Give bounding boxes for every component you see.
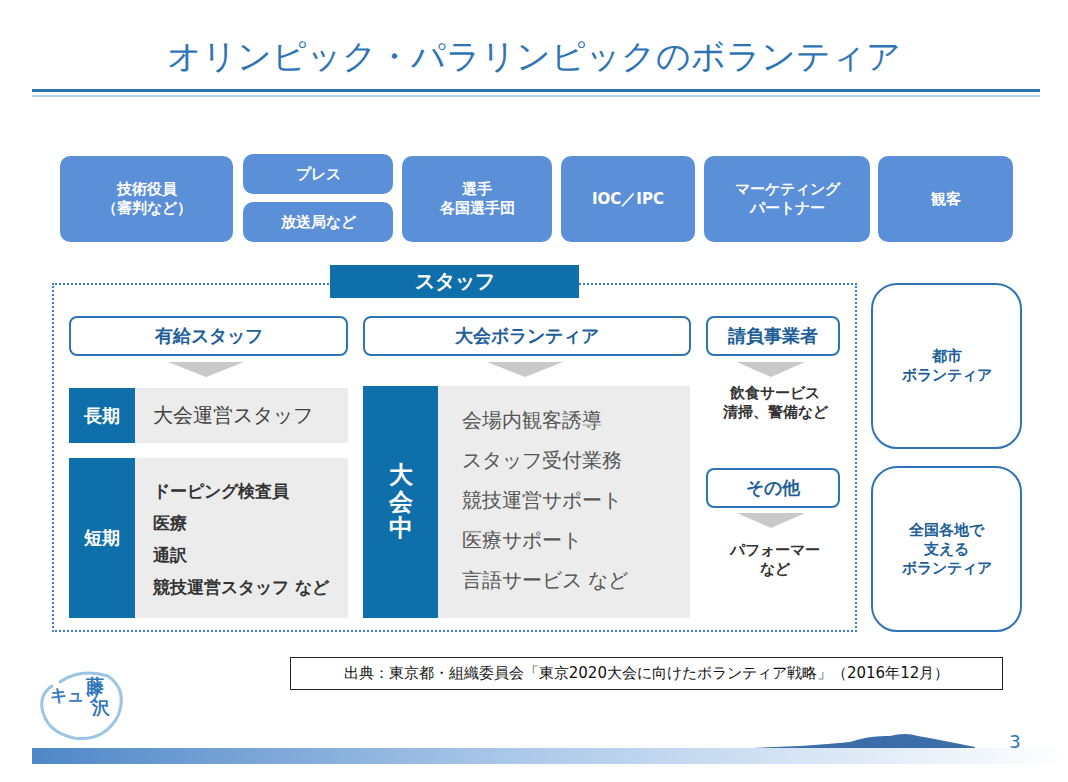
audience-box: 放送局など	[243, 202, 393, 242]
node-text: IOC／IPC	[592, 190, 664, 209]
audience-box: プレス	[243, 154, 393, 194]
audience-box: 観客	[878, 156, 1013, 242]
category-header: 有給スタッフ	[69, 316, 348, 356]
node-text: 技術役員 （審判など）	[94, 180, 199, 218]
logo-text: 沢	[92, 696, 116, 720]
node-text: 医療サポート	[462, 520, 690, 560]
node-text: 短期	[84, 526, 120, 550]
term-box: 長期	[69, 388, 135, 443]
node-text: 全国各地で 支える ボランティア	[898, 521, 996, 578]
node-text: 競技運営サポート	[462, 480, 690, 520]
node-text: 出典：東京都・組織委員会「東京2020大会に向けたボランティア戦略」（2016年…	[344, 664, 949, 683]
title-underline	[32, 89, 1040, 92]
term-box: 短期	[69, 458, 135, 618]
audience-box: IOC／IPC	[561, 156, 695, 242]
role-panel: ドーピング検査員医療通訳競技運営スタッフ など	[135, 458, 348, 618]
other-note: パフォーマー など	[705, 541, 845, 579]
node-text: 医療	[153, 507, 348, 539]
role-panel: 大会運営スタッフ	[135, 388, 348, 443]
audience-box: マーケティング パートナー	[704, 156, 870, 242]
other-volunteer-box: 全国各地で 支える ボランティア	[871, 466, 1022, 632]
node-text: 請負事業者	[728, 324, 818, 348]
node-text: 大会運営スタッフ	[153, 402, 348, 429]
node-text: ドーピング検査員	[153, 475, 348, 507]
node-text: 有給スタッフ	[155, 324, 263, 348]
node-text: 選手 各国選手団	[436, 180, 519, 218]
down-triangle	[737, 513, 805, 528]
node-text: その他	[746, 476, 800, 500]
island-silhouette	[752, 734, 975, 748]
logo-brush-ring	[42, 673, 122, 738]
down-triangle	[487, 362, 563, 377]
staff-region: スタッフ有給スタッフ大会ボランティア請負事業者長期大会運営スタッフ短期ドーピング…	[52, 283, 857, 632]
node-text: 言語サービス など	[462, 560, 690, 600]
other-volunteer-box: 都市 ボランティア	[871, 283, 1022, 449]
footer-bar	[32, 748, 1068, 764]
node-text: 大会ボランティア	[455, 324, 599, 348]
node-text: 大会中	[389, 462, 413, 541]
category-header: 請負事業者	[706, 316, 840, 356]
role-panel: 会場内観客誘導スタッフ受付業務競技運営サポート医療サポート言語サービス など	[438, 386, 690, 618]
title-underline-thin	[32, 95, 1040, 97]
contractor-note: 飲食サービス 清掃、警備など	[705, 384, 845, 422]
node-text: 都市 ボランティア	[898, 347, 996, 385]
node-text: 長期	[84, 404, 120, 428]
node-text: 放送局など	[281, 213, 356, 232]
node-text: マーケティング パートナー	[731, 180, 844, 218]
node-text: 競技運営スタッフ など	[153, 571, 348, 603]
logo-text: 藤	[86, 674, 110, 698]
node-text: 通訳	[153, 539, 348, 571]
category-header: その他	[706, 468, 840, 508]
page-number: 3	[1000, 731, 1030, 752]
down-triangle	[737, 362, 805, 377]
region-tab: スタッフ	[330, 265, 579, 298]
down-triangle	[168, 362, 244, 377]
node-text: スタッフ受付業務	[462, 440, 690, 480]
source-box: 出典：東京都・組織委員会「東京2020大会に向けたボランティア戦略」（2016年…	[290, 657, 1003, 690]
audience-box: 選手 各国選手団	[402, 156, 552, 242]
node-text: プレス	[296, 165, 341, 184]
category-header: 大会ボランティア	[363, 316, 691, 356]
slide-title: オリンピック・パラリンピックのボランティア	[0, 34, 1068, 80]
term-box: 大会中	[363, 386, 438, 618]
node-text: 会場内観客誘導	[462, 400, 690, 440]
audience-box: 技術役員 （審判など）	[60, 156, 233, 242]
node-text: 観客	[931, 190, 961, 209]
